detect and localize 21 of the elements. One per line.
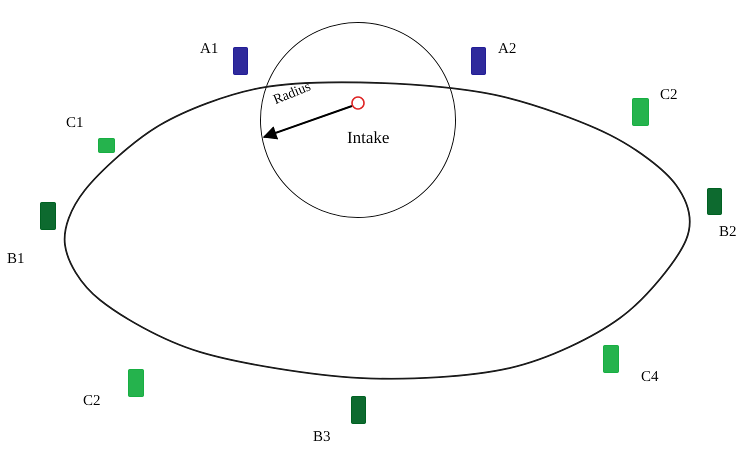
sensor-label: C2 [83,394,101,409]
sensor-marker [632,98,649,126]
intake-circle [260,22,456,218]
dimension-label: Radius [272,80,314,108]
sensor-marker [128,369,144,397]
sensor-label: A1 [200,42,218,57]
sensor-label: B2 [719,225,737,240]
sensor-label: C4 [641,370,659,385]
sensor-marker [603,345,619,373]
sensor-label: B1 [7,252,25,267]
sensor-marker [233,47,248,75]
sensor-marker [707,188,722,215]
sensor-label: A2 [498,42,516,57]
sensor-marker [98,138,115,153]
sensor-label: C2 [660,88,678,103]
intake-label: Intake [347,129,390,146]
sensor-marker [40,202,56,230]
sensor-label: B3 [313,430,331,445]
sensor-marker [471,47,486,75]
sensor-marker [351,396,366,424]
sensor-label: C1 [66,116,84,131]
